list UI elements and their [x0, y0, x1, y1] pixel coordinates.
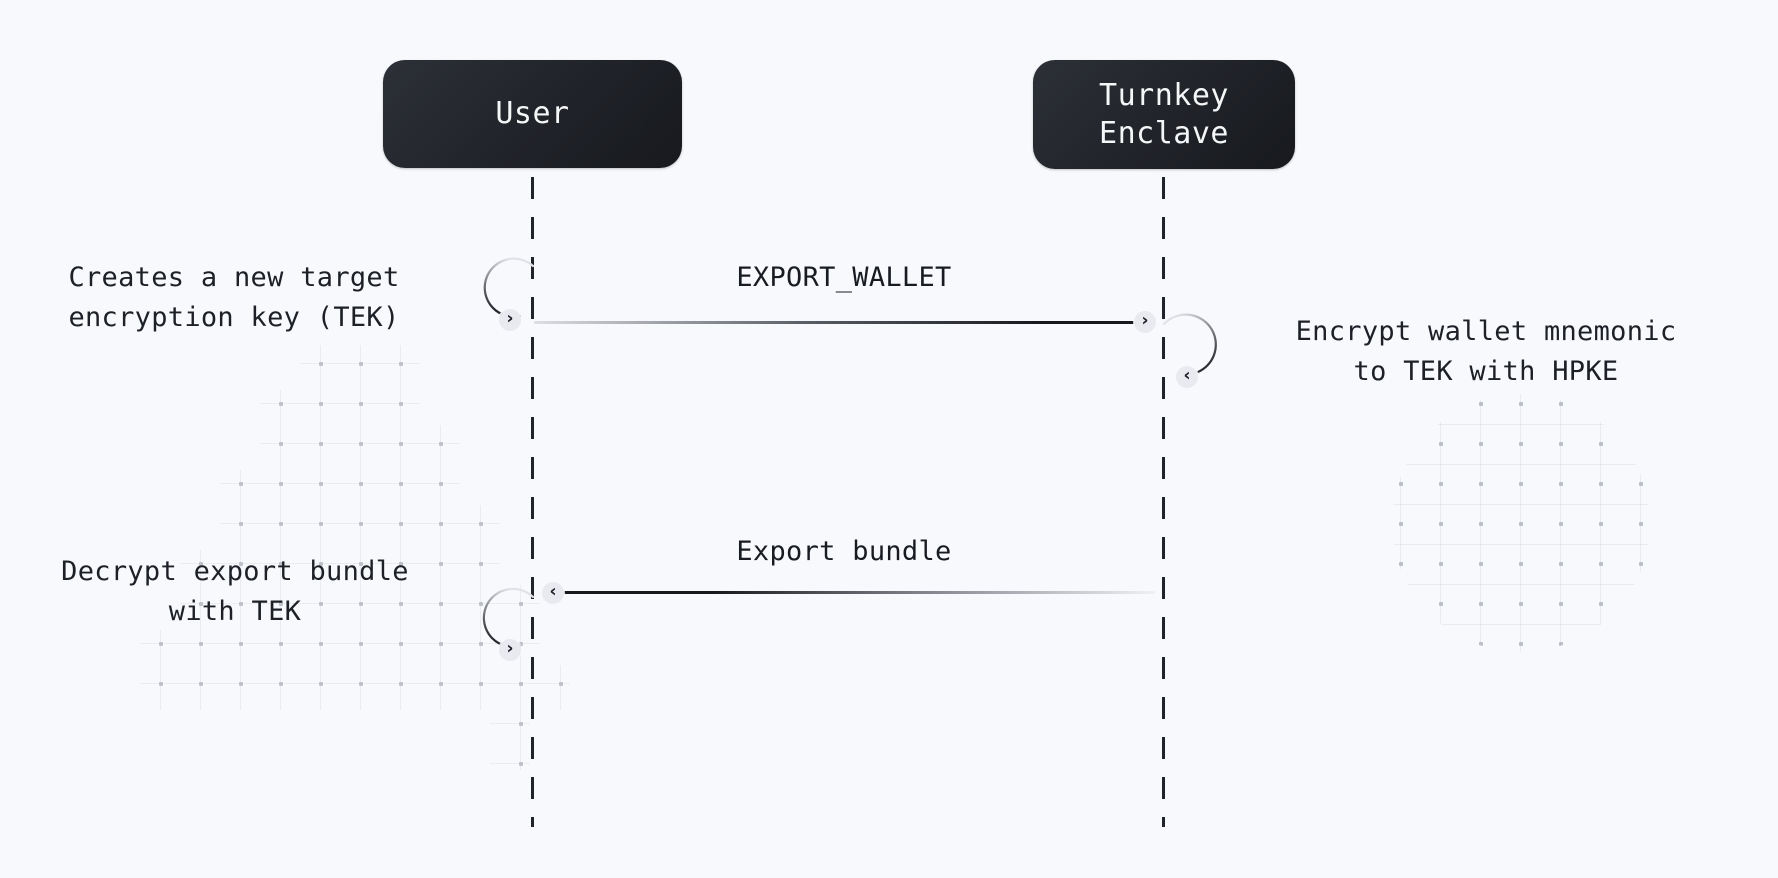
actor-user-label: User [495, 96, 570, 131]
annotation-line: with TEK [168, 596, 302, 627]
annotation-line: Encrypt wallet mnemonic [1295, 316, 1677, 347]
message-arrow-export-wallet [534, 321, 1134, 324]
message-label-export-wallet: EXPORT_WALLET [736, 262, 952, 293]
lifeline-user [531, 177, 534, 827]
self-loop-enclave-encrypt [1162, 313, 1217, 374]
annotation-line: encryption key (TEK) [68, 302, 400, 333]
actor-turnkey-label-line2: Enclave [1099, 115, 1229, 151]
message-arrow-export-bundle [564, 591, 1155, 594]
actor-turnkey-label-line1: Turnkey [1099, 77, 1229, 113]
message-label-export-bundle: Export bundle [736, 536, 952, 567]
chevron-glyph: › [1141, 310, 1149, 330]
annotation-line: Decrypt export bundle [61, 556, 409, 587]
chevron-right-icon: › [499, 309, 521, 331]
chevron-right-icon: › [499, 639, 521, 661]
chevron-glyph: › [506, 308, 514, 328]
annotation-create-tek: Creates a new target encryption key (TEK… [44, 258, 424, 338]
dot-grid-pattern-left [140, 345, 570, 770]
annotation-line: to TEK with HPKE [1353, 356, 1619, 387]
actor-turnkey-enclave: Turnkey Enclave [1033, 60, 1295, 169]
chevron-glyph: ‹ [1183, 365, 1191, 385]
annotation-decrypt-bundle: Decrypt export bundle with TEK [45, 552, 425, 632]
actor-user: User [383, 60, 682, 168]
chevron-left-icon: ‹ [1176, 366, 1198, 388]
annotation-line: Creates a new target [68, 262, 400, 293]
chevron-glyph: › [506, 638, 514, 658]
lifeline-turnkey-enclave [1162, 177, 1165, 827]
annotation-encrypt-mnemonic: Encrypt wallet mnemonic to TEK with HPKE [1292, 312, 1680, 392]
chevron-left-icon: ‹ [542, 582, 564, 604]
dot-grid-pattern-right [1392, 394, 1650, 652]
chevron-glyph: ‹ [549, 581, 557, 601]
chevron-right-icon: › [1134, 311, 1156, 333]
